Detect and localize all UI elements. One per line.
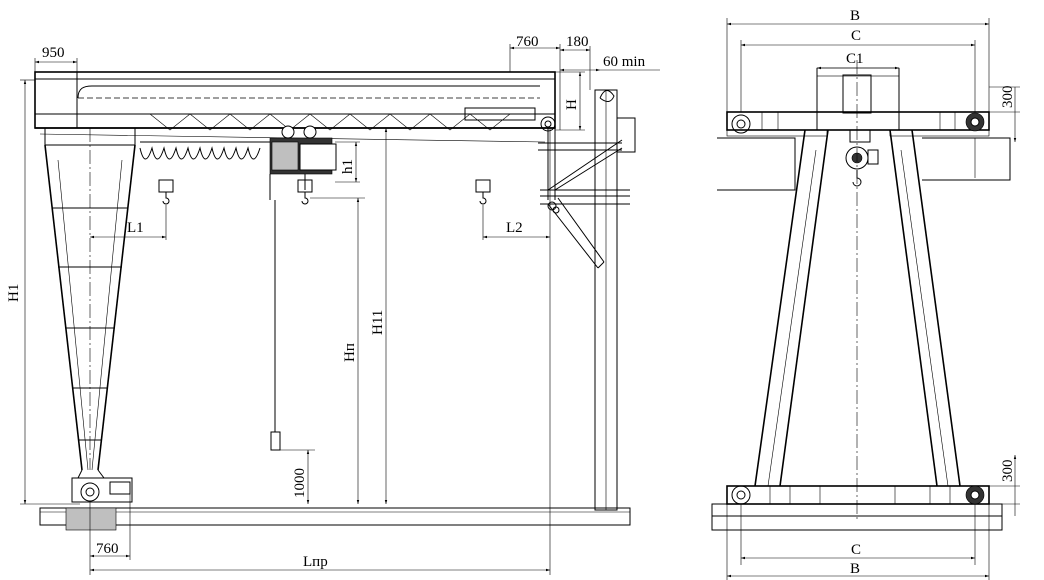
dim-B-bottom: B	[850, 561, 860, 577]
dim-1000: 1000	[292, 468, 308, 498]
ground-rail	[39, 507, 631, 531]
dim-60-min: 60 min	[603, 54, 646, 70]
hook-left	[158, 179, 174, 205]
main-girder	[34, 71, 556, 143]
front-runway-top	[717, 137, 1011, 191]
left-leg-top	[34, 71, 136, 470]
dim-Lpr: Lпр	[303, 554, 328, 570]
front-top-girder	[726, 67, 990, 137]
dim-H: H	[564, 99, 580, 110]
front-trolley	[845, 60, 879, 520]
dim-300-bottom: 300	[1000, 460, 1016, 483]
dimensions-front: B C C1 300 300 C	[726, 8, 1020, 580]
dim-h1: h1	[340, 159, 356, 174]
hooks	[158, 179, 491, 205]
dimensions-side: 950 760 180 60 min H h1	[6, 34, 660, 575]
dim-L2: L2	[506, 220, 523, 236]
dim-B-top: B	[850, 8, 860, 24]
hook-right	[475, 179, 491, 205]
load-chain	[270, 200, 281, 451]
dim-Hn: Hп	[342, 343, 358, 362]
right-support	[538, 89, 636, 511]
dim-L1: L1	[127, 220, 144, 236]
festoon-cable	[139, 141, 270, 160]
side-view: 950 760 180 60 min H h1	[6, 34, 660, 575]
dim-C-top: C	[851, 28, 861, 44]
dim-300-top: 300	[1000, 86, 1016, 109]
dim-950: 950	[42, 45, 65, 61]
dim-180: 180	[566, 34, 589, 50]
dim-H11: H11	[370, 310, 386, 335]
hoist-trolley	[269, 125, 337, 200]
dim-H1: H1	[6, 284, 22, 302]
dim-760-bottom: 760	[96, 541, 119, 557]
front-bottom-sill	[711, 485, 1003, 531]
dim-C-bottom: C	[851, 542, 861, 558]
hook-center	[297, 179, 313, 205]
front-legs	[754, 129, 961, 487]
left-leg	[44, 144, 136, 503]
dim-760-top: 760	[516, 34, 539, 50]
front-view: B C C1 300 300 C	[711, 8, 1020, 580]
dim-C1: C1	[846, 51, 864, 67]
